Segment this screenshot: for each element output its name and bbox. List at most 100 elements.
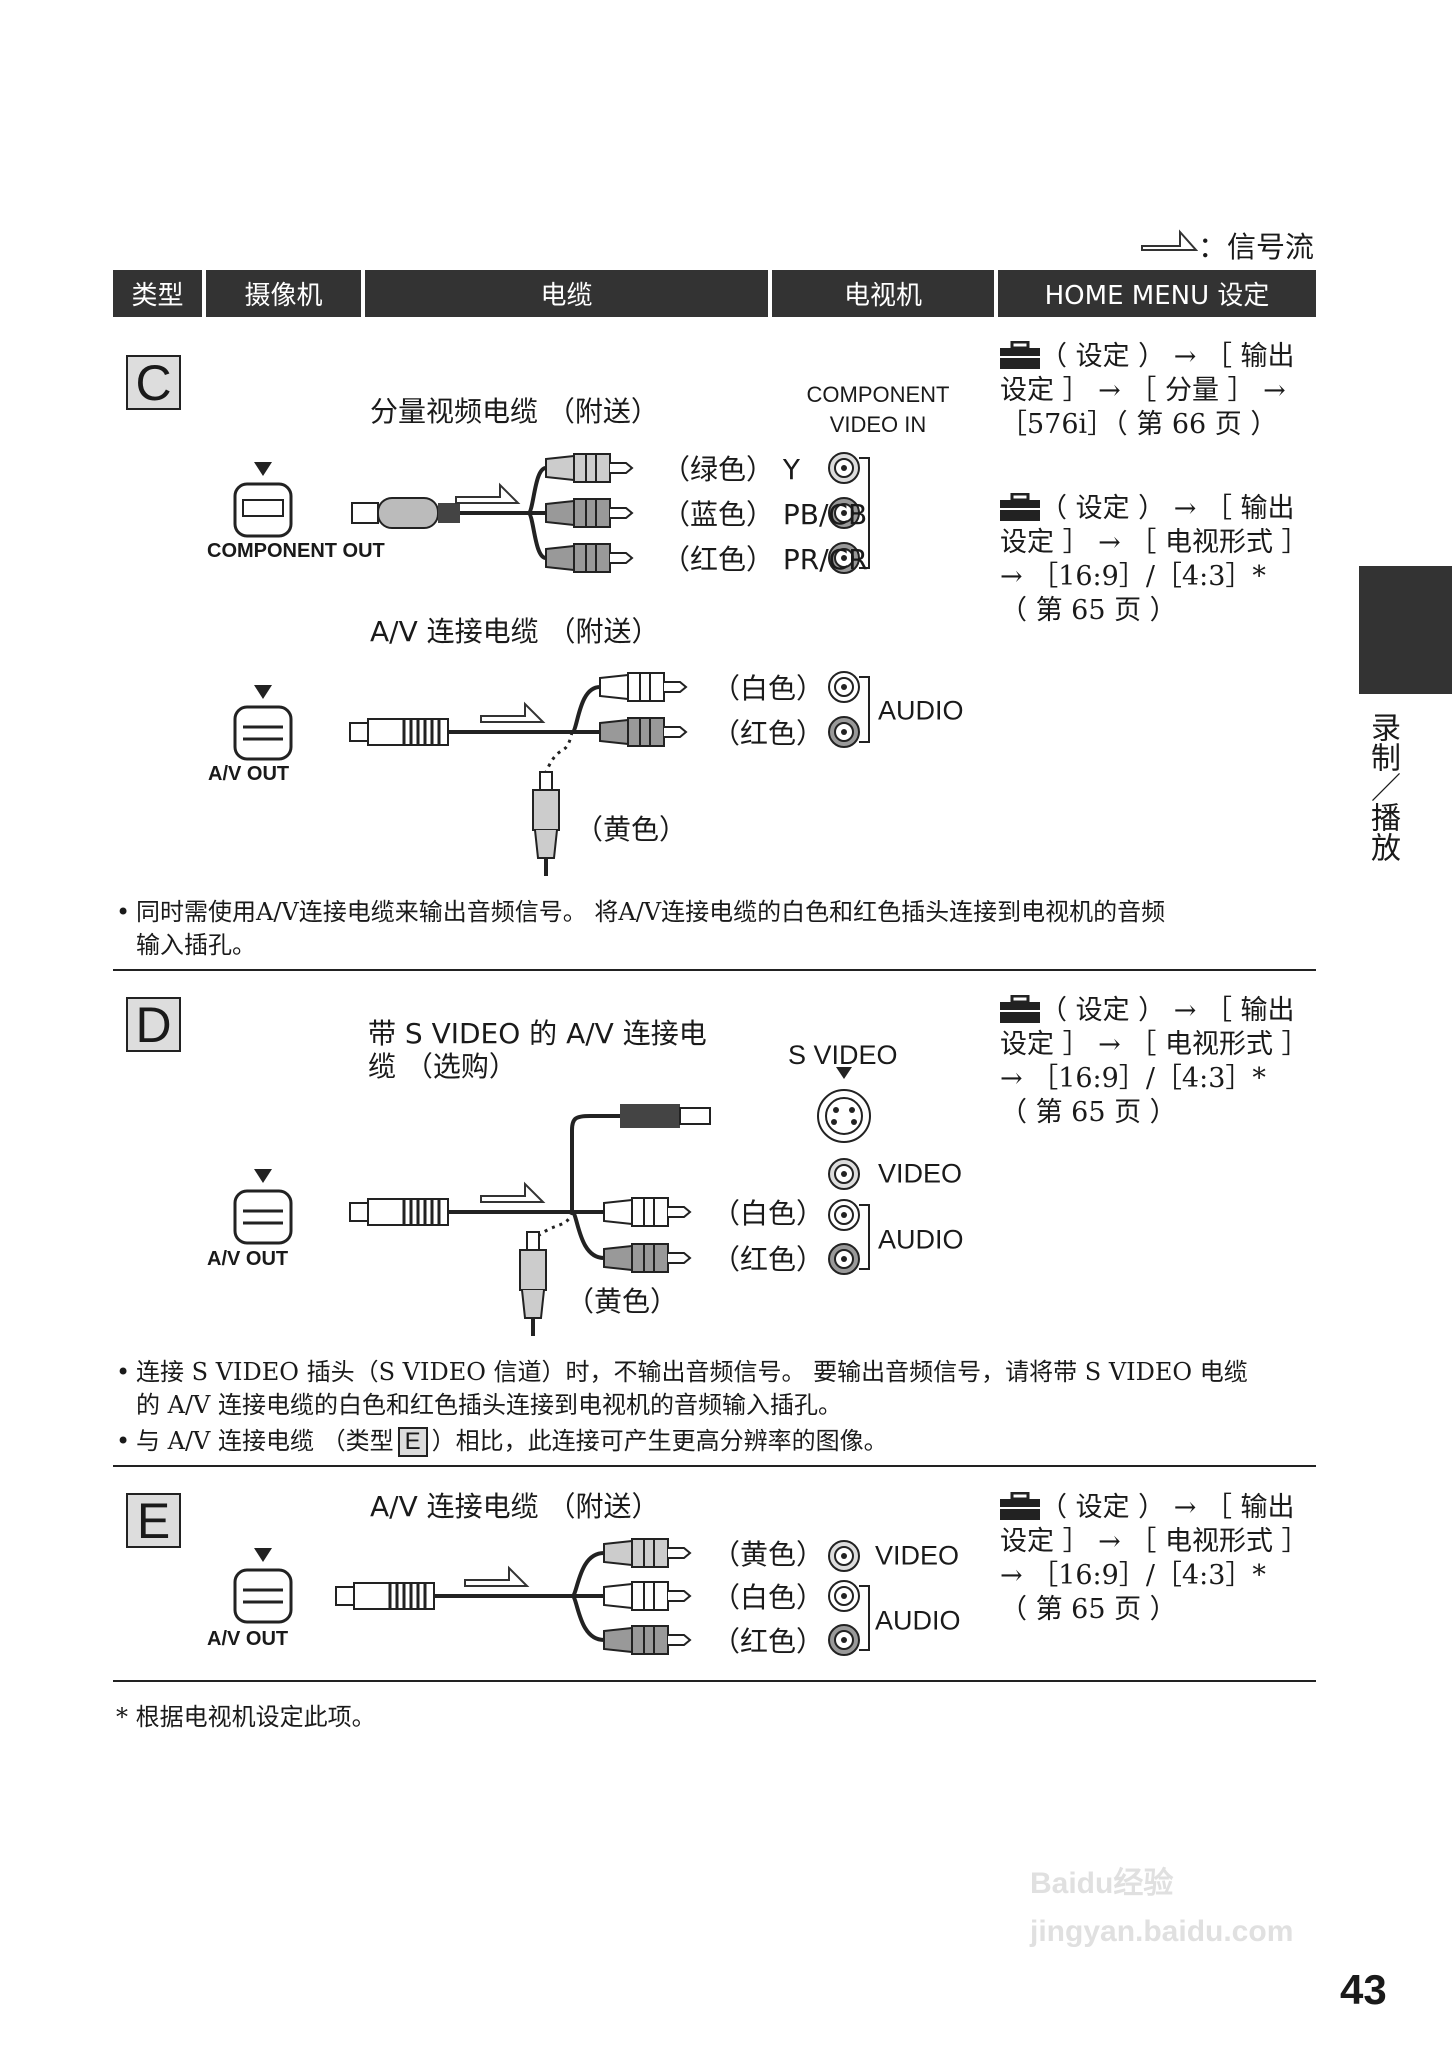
jack-bracket [859, 457, 870, 569]
tv-audio-label: AUDIO [875, 1605, 961, 1636]
note-c: •同时需使用A/V连接电缆来输出音频信号。 将A/V连接电缆的白色和红色插头连接… [116, 898, 1166, 959]
side-tab-block [1359, 566, 1452, 694]
rca-plug-tip [664, 681, 688, 693]
signal-flow-arrow-icon [480, 1181, 546, 1203]
rca-plug-boot [599, 673, 629, 701]
rca-plug-body [627, 717, 665, 747]
tv-jack-pin [841, 1637, 847, 1643]
menu-instruction-c2: （ 设定 ） → ［ 输出 设定 ］ → ［ 电视形式 ］ → ［16:9］/［… [1000, 492, 1309, 628]
type-e-label: E [126, 1493, 181, 1549]
av-out-label: A/V OUT [207, 1248, 289, 1270]
svideo-pin [851, 1119, 857, 1125]
tv-video-label: VIDEO [875, 1540, 960, 1571]
plug-label-blue: （蓝色） PB/CB [662, 498, 868, 531]
rca-plug-boot [603, 1244, 633, 1272]
tv-jack-pin [841, 1553, 847, 1559]
rca-plug-boot [545, 454, 575, 482]
watermark: Baidu经验 jingyan.baidu.com [1030, 1867, 1294, 1948]
plug-label-white: （白色） [712, 672, 825, 705]
header-tv: 电视机 [772, 270, 994, 317]
plug-label-yellow: （黄色） [712, 1538, 825, 1571]
header-camera: 摄像机 [206, 270, 361, 317]
plug-label-yellow: （黄色） [575, 813, 688, 846]
rca-plug-boot [599, 718, 629, 746]
rca-plug-body [631, 1197, 669, 1227]
rca-plug-body [573, 543, 611, 573]
yellow-plug-boot [534, 829, 558, 859]
menu-line: 设定 ］ → ［ 电视形式 ］ [1000, 1526, 1309, 1557]
cable [448, 1114, 620, 1260]
tv-jack-pin [841, 1212, 847, 1218]
note-line: 同时需使用A/V连接电缆来输出音频信号。 将A/V连接电缆的白色和红色插头连接到… [136, 898, 1166, 926]
tv-jack-pin [841, 510, 847, 516]
tv-video-label: VIDEO [878, 1158, 963, 1189]
rca-plug-body [627, 672, 665, 702]
type-c-label: C [126, 355, 181, 411]
av-plug-tip [349, 1202, 369, 1222]
yellow-plug-tip [539, 771, 553, 791]
menu-line: ［576i］（ 第 66 页 ） [1000, 409, 1278, 440]
menu-line: （ 设定 ） → ［ 输出 [1040, 341, 1295, 372]
tv-input-line: VIDEO IN [829, 412, 927, 437]
av-plug-body [367, 718, 449, 746]
yellow-plug-boot [521, 1289, 545, 1319]
section-divider [113, 969, 1316, 971]
menu-line: → ［16:9］/［4:3］* [1000, 1560, 1266, 1591]
plug-label-white: （白色） [712, 1197, 825, 1230]
note-line: 与 A/V 连接电缆 （类型 [136, 1427, 394, 1455]
av-out-label: A/V OUT [207, 1628, 289, 1650]
toolbox-icon [1000, 340, 1040, 369]
cable [544, 731, 574, 773]
header-type: 类型 [113, 270, 202, 317]
svideo-jack-inner [825, 1097, 863, 1135]
menu-line: （ 第 65 页 ） [1000, 1594, 1177, 1625]
toolbox-icon [1000, 1491, 1040, 1520]
camera-port-socket [243, 1209, 283, 1225]
signal-flow-arrow-icon [455, 482, 521, 504]
svideo-plug-tip [679, 1107, 711, 1125]
camera-port-socket [243, 725, 283, 741]
title-line: 缆 （选购） [368, 1050, 517, 1083]
plug-label-white: （白色） [712, 1581, 825, 1614]
jack-bracket [859, 1204, 870, 1270]
note-line: 输入插孔。 [136, 931, 256, 959]
svideo-cable-title: 带 S VIDEO 的 A/V 连接电 缆 （选购） [368, 1017, 707, 1083]
component-cable-title: 分量视频电缆 （附送） [370, 395, 659, 428]
camera-port-socket [242, 499, 284, 517]
page-number: 43 [1340, 1966, 1387, 2013]
component-plug-body [377, 497, 439, 529]
signal-flow-arrow-icon [464, 1565, 530, 1587]
plug-label-green: （绿色） Y [662, 453, 801, 486]
yellow-plug-body [532, 789, 560, 831]
rca-plug-body [573, 453, 611, 483]
rca-plug-boot [603, 1198, 633, 1226]
section-divider [113, 1680, 1316, 1682]
menu-line: 设定 ］ → ［ 电视形式 ］ [1000, 527, 1309, 558]
port-indicator-triangle [254, 462, 272, 476]
component-out-label: COMPONENT OUT [207, 540, 385, 562]
menu-line: （ 设定 ） → ［ 输出 [1040, 493, 1295, 524]
tv-component-input-label: COMPONENT VIDEO IN [800, 380, 956, 440]
rca-plug-boot [603, 1626, 633, 1654]
menu-instruction-c1: （ 设定 ） → ［ 输出 设定 ］ → ［ 分量 ］ → ［576i］（ 第 … [1000, 340, 1295, 442]
tv-jack-pin [841, 465, 847, 471]
cable [448, 685, 601, 734]
rca-plug-tip [610, 462, 634, 474]
menu-line: → ［16:9］/［4:3］* [1000, 1063, 1266, 1094]
rca-plug-tip [610, 552, 634, 564]
rca-plug-tip [668, 1547, 692, 1559]
signal-flow-arrow-icon [1140, 228, 1199, 258]
menu-instruction-e: （ 设定 ） → ［ 输出 设定 ］ → ［ 电视形式 ］ → ［16:9］/［… [1000, 1491, 1309, 1627]
menu-line: 设定 ］ → ［ 电视形式 ］ [1000, 1029, 1309, 1060]
port-indicator-triangle [254, 1548, 272, 1562]
av-cable-title: A/V 连接电缆 （附送） [370, 615, 660, 648]
tv-audio-label: AUDIO [878, 1224, 964, 1255]
camera-port [233, 1189, 293, 1245]
tv-jack-pin [841, 555, 847, 561]
signal-flow-arrow-icon [480, 701, 546, 723]
svideo-plug-body [620, 1104, 680, 1128]
rca-plug-boot [603, 1582, 633, 1610]
tv-jack-pin [841, 729, 847, 735]
footnote: * 根据电视机设定此项。 [116, 1703, 376, 1731]
